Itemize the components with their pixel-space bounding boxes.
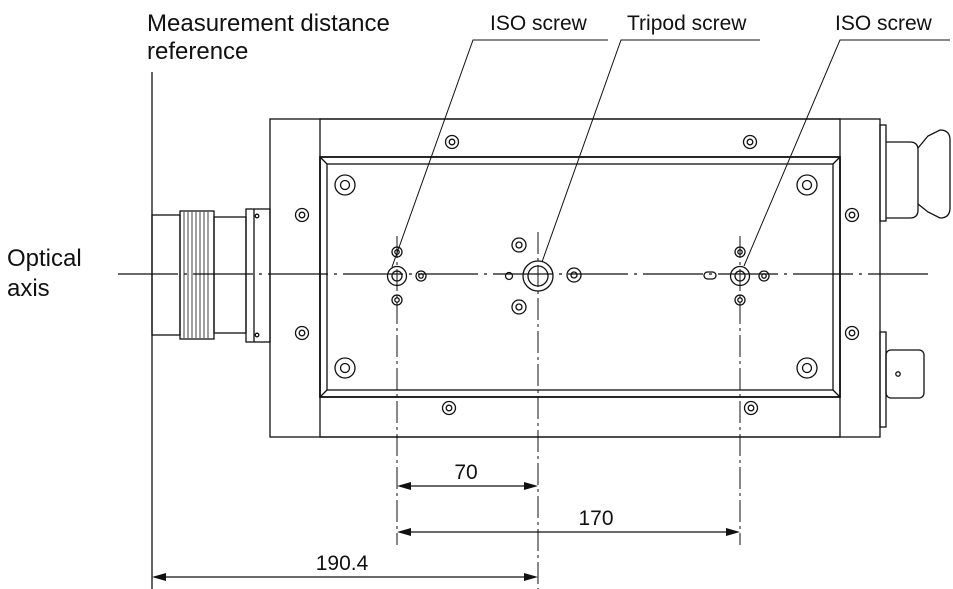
dimension-lines: [155, 485, 737, 578]
leader-lines: [391, 39, 950, 268]
dimension-170: 170: [578, 507, 613, 530]
lens-assembly: [151, 208, 271, 343]
label-axis: axis: [7, 275, 50, 302]
label-optical: Optical: [7, 245, 82, 272]
label-reference: reference: [147, 38, 249, 65]
tripod-screw: [504, 237, 582, 315]
eyepiece: [879, 124, 951, 222]
iso-screw-right: [703, 246, 770, 306]
label-tripod-screw: Tripod screw: [627, 12, 747, 35]
dimension-70: 70: [454, 461, 477, 484]
label-iso-screw-right: ISO screw: [835, 12, 932, 35]
label-measurement-distance: Measurement distance: [147, 10, 390, 37]
iso-screw-left: [386, 246, 427, 306]
connector: [879, 331, 925, 428]
label-iso-screw-left: ISO screw: [490, 12, 587, 35]
dimension-arrowheads: [152, 482, 740, 581]
camera-body: [269, 118, 881, 438]
centerlines: [396, 232, 741, 589]
dimension-190-4: 190.4: [316, 552, 369, 575]
frame-screws: [294, 134, 860, 416]
corner-screws: [334, 174, 818, 379]
